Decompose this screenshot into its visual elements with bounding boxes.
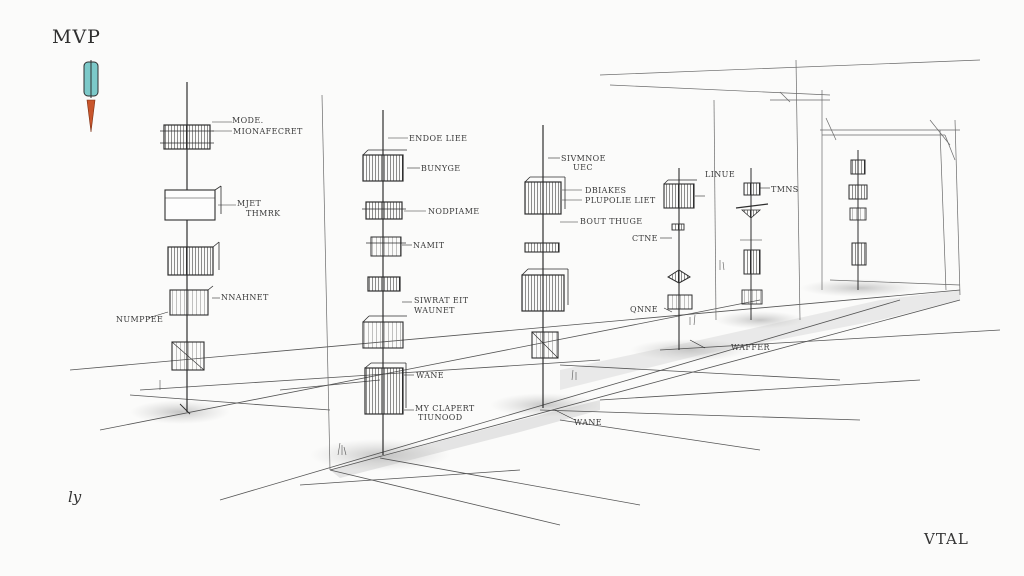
column-3: [521, 125, 582, 421]
annotation-label: TMNS: [771, 185, 799, 194]
annotation-label: ENDOE LIEE: [409, 134, 468, 143]
annotation-label: CTNE: [632, 234, 658, 243]
annotation-label: BOUT THUGE: [580, 217, 643, 226]
annotation-label: MODE.: [232, 116, 264, 125]
column-4: [660, 168, 706, 350]
marker-drawing: [83, 60, 99, 133]
floor-lines: [69, 289, 1001, 526]
annotation-label: THMRK: [246, 209, 281, 218]
annotation-label: LINUE: [705, 170, 736, 179]
annotation-label: WAUNET: [414, 306, 455, 315]
annotation-label: NNAHNET: [221, 293, 269, 302]
annotation-label: WANE: [574, 418, 603, 427]
annotation-label: BUNYGE: [421, 164, 461, 173]
column-2: [362, 110, 426, 455]
annotation-label: WANE: [416, 371, 445, 380]
column-5: [735, 168, 770, 320]
annotation-label: SIWRAT EIT: [414, 296, 469, 305]
annotation-label: QNNE: [630, 305, 658, 314]
column-1: [147, 82, 236, 415]
annotation-label: UEC: [573, 163, 593, 172]
annotation-label: NODPIAME: [428, 207, 480, 216]
ground-shadows: [130, 279, 960, 478]
annotation-label: TIUNOOD: [418, 413, 463, 422]
page-title: MVP: [52, 26, 101, 48]
wall-lines: [321, 59, 981, 471]
column-6: [848, 150, 868, 290]
annotation-label: NAMIT: [413, 241, 445, 250]
annotation-label: MIONAFECRET: [233, 127, 303, 136]
annotation-label: NUMPPEE: [116, 315, 164, 324]
grass-marks: [159, 260, 725, 456]
annotation-label: WAFFER: [731, 343, 770, 352]
annotation-label: PLUPOLIE LIET: [585, 196, 656, 205]
annotation-label: MY CLAPERT: [415, 404, 475, 413]
annotation-label: DBIAKES: [585, 186, 627, 195]
signature-right: VTAL: [924, 530, 969, 548]
signature-left: ly: [68, 488, 82, 506]
annotation-label: MJET: [237, 199, 262, 208]
annotation-label: SIVMNOE: [561, 154, 606, 163]
